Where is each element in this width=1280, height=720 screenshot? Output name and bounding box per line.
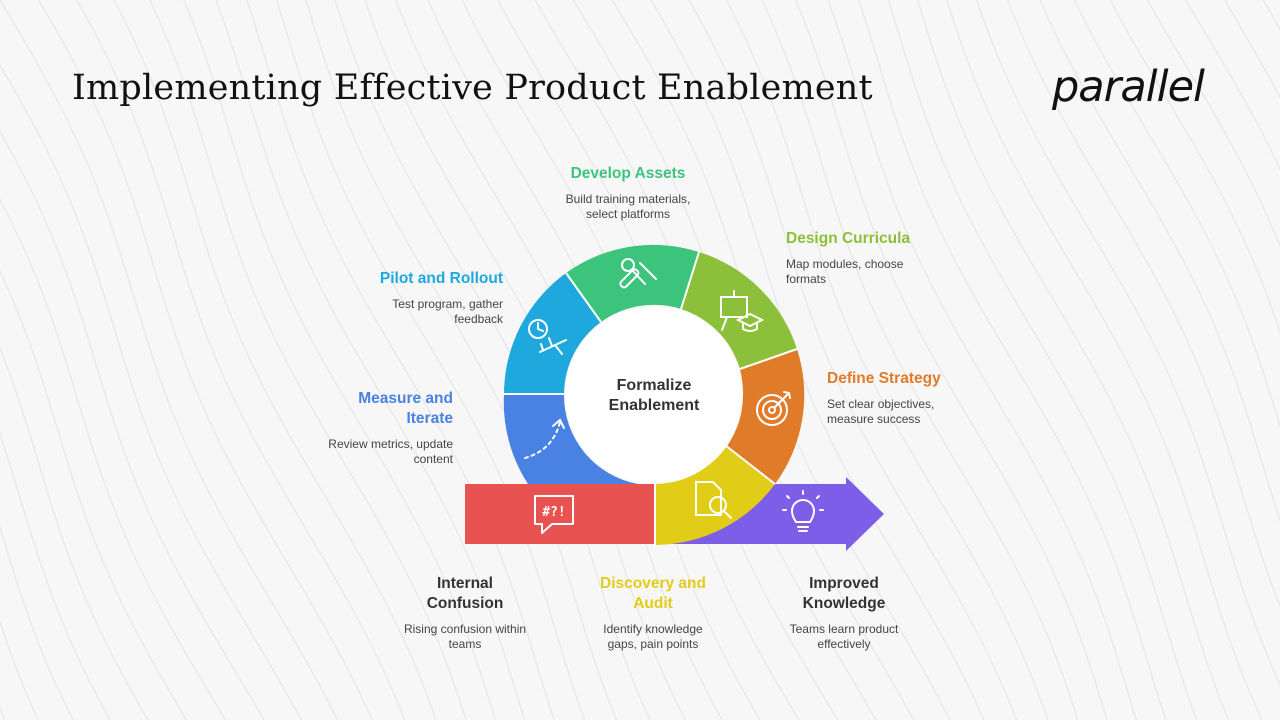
trend-arrow-icon — [524, 418, 565, 459]
stage-internal-confusion: Internal Confusion Rising confusion with… — [390, 574, 540, 652]
stage-title: Design Curricula — [786, 230, 911, 247]
stage-description: Rising confusion within teams — [403, 622, 527, 651]
stage-description: Set clear objectives, measure success — [827, 397, 935, 426]
stage-description: Test program, gather feedback — [392, 297, 503, 326]
stage-measure-iterate: Measure and Iterate Review metrics, upda… — [313, 389, 453, 467]
stage-description: Review metrics, update content — [328, 437, 453, 466]
background-wave-line — [0, 64, 302, 720]
stage-title: Measure and Iterate — [358, 390, 453, 427]
background-wave-line — [946, 0, 1263, 720]
document-magnifier-icon — [695, 481, 732, 519]
clock-airplane-icon — [528, 319, 567, 355]
stage-description: Identify knowledge gaps, pain points — [603, 622, 703, 651]
background-wave-line — [827, 0, 1137, 720]
brand-logo: parallel — [1052, 62, 1205, 112]
background-wave-line — [1073, 0, 1280, 429]
background-wave-line — [0, 525, 74, 720]
background-wave-line — [0, 346, 149, 720]
background-wave-line — [76, 0, 406, 720]
target-arrow-icon — [756, 391, 791, 426]
background-wave-line — [38, 0, 373, 720]
stage-pilot-rollout: Pilot and Rollout Test program, gather f… — [353, 269, 503, 327]
background-wave-line — [113, 0, 437, 720]
stage-discovery-audit: Discovery and Audit Identify knowledge g… — [578, 574, 728, 652]
center-label: Formalize Enablement — [608, 377, 700, 414]
center-circle — [565, 306, 743, 484]
stage-description: Map modules, choose formats — [786, 257, 904, 286]
background-wave-line — [276, 0, 586, 720]
background-wave-line — [183, 0, 496, 720]
stage-develop-assets: Develop Assets Build training materials,… — [553, 164, 703, 222]
background-wave-line — [0, 269, 188, 720]
stage-title: Improved Knowledge — [802, 575, 886, 612]
wrench-screwdriver-icon — [619, 258, 657, 289]
background-wave-line — [246, 0, 555, 720]
background-wave-line — [215, 0, 526, 720]
background-wave-line — [916, 0, 1230, 720]
svg-text:#?!: #?! — [542, 505, 565, 520]
background-wave-line — [305, 0, 618, 720]
confused-speech-bubble-icon: #?! — [534, 495, 574, 534]
stage-description: Teams learn product effectively — [789, 622, 899, 651]
background-wave-line — [858, 0, 1167, 720]
stage-title: Define Strategy — [827, 370, 941, 387]
background-wave-line — [0, 130, 265, 720]
background-wave-line — [1109, 0, 1280, 335]
stage-description: Build training materials, select platfor… — [565, 192, 691, 221]
segment-measure-iterate — [503, 394, 638, 484]
background-wave-line — [761, 0, 1079, 720]
background-wave-line — [1039, 0, 1280, 523]
background-wave-line — [0, 432, 111, 720]
background-wave-line — [1007, 0, 1280, 609]
stage-improved-knowledge: Improved Knowledge Teams learn product e… — [769, 574, 919, 652]
segment-design-curricula — [681, 252, 797, 369]
background-wave-line — [149, 0, 467, 720]
stage-title: Develop Assets — [570, 165, 686, 182]
stage-title: Discovery and Audit — [600, 575, 706, 612]
segment-pilot-rollout — [504, 273, 601, 394]
background-wave-line — [0, 0, 339, 720]
background-wave-line — [887, 0, 1198, 720]
background-wave-line — [688, 0, 1018, 720]
segment-develop-assets — [566, 244, 699, 322]
segment-internal-confusion — [465, 484, 655, 544]
stage-title: Pilot and Rollout — [379, 270, 503, 287]
background-wave-line — [0, 198, 226, 720]
stage-title: Internal Confusion — [426, 575, 504, 612]
easel-graduation-cap-icon — [720, 290, 765, 332]
background-wave-line — [725, 0, 1049, 720]
background-wave-line — [1146, 0, 1280, 249]
page-title: Implementing Effective Product Enablemen… — [72, 68, 873, 108]
background-wave-line — [1185, 0, 1280, 171]
segment-discovery-audit — [655, 445, 775, 545]
background-wave-line — [795, 0, 1108, 720]
stage-define-strategy: Define Strategy Set clear objectives, me… — [827, 369, 967, 427]
stage-design-curricula: Design Curricula Map modules, choose for… — [786, 229, 926, 287]
background-wave-line — [976, 0, 1280, 686]
lightbulb-icon — [782, 490, 824, 532]
